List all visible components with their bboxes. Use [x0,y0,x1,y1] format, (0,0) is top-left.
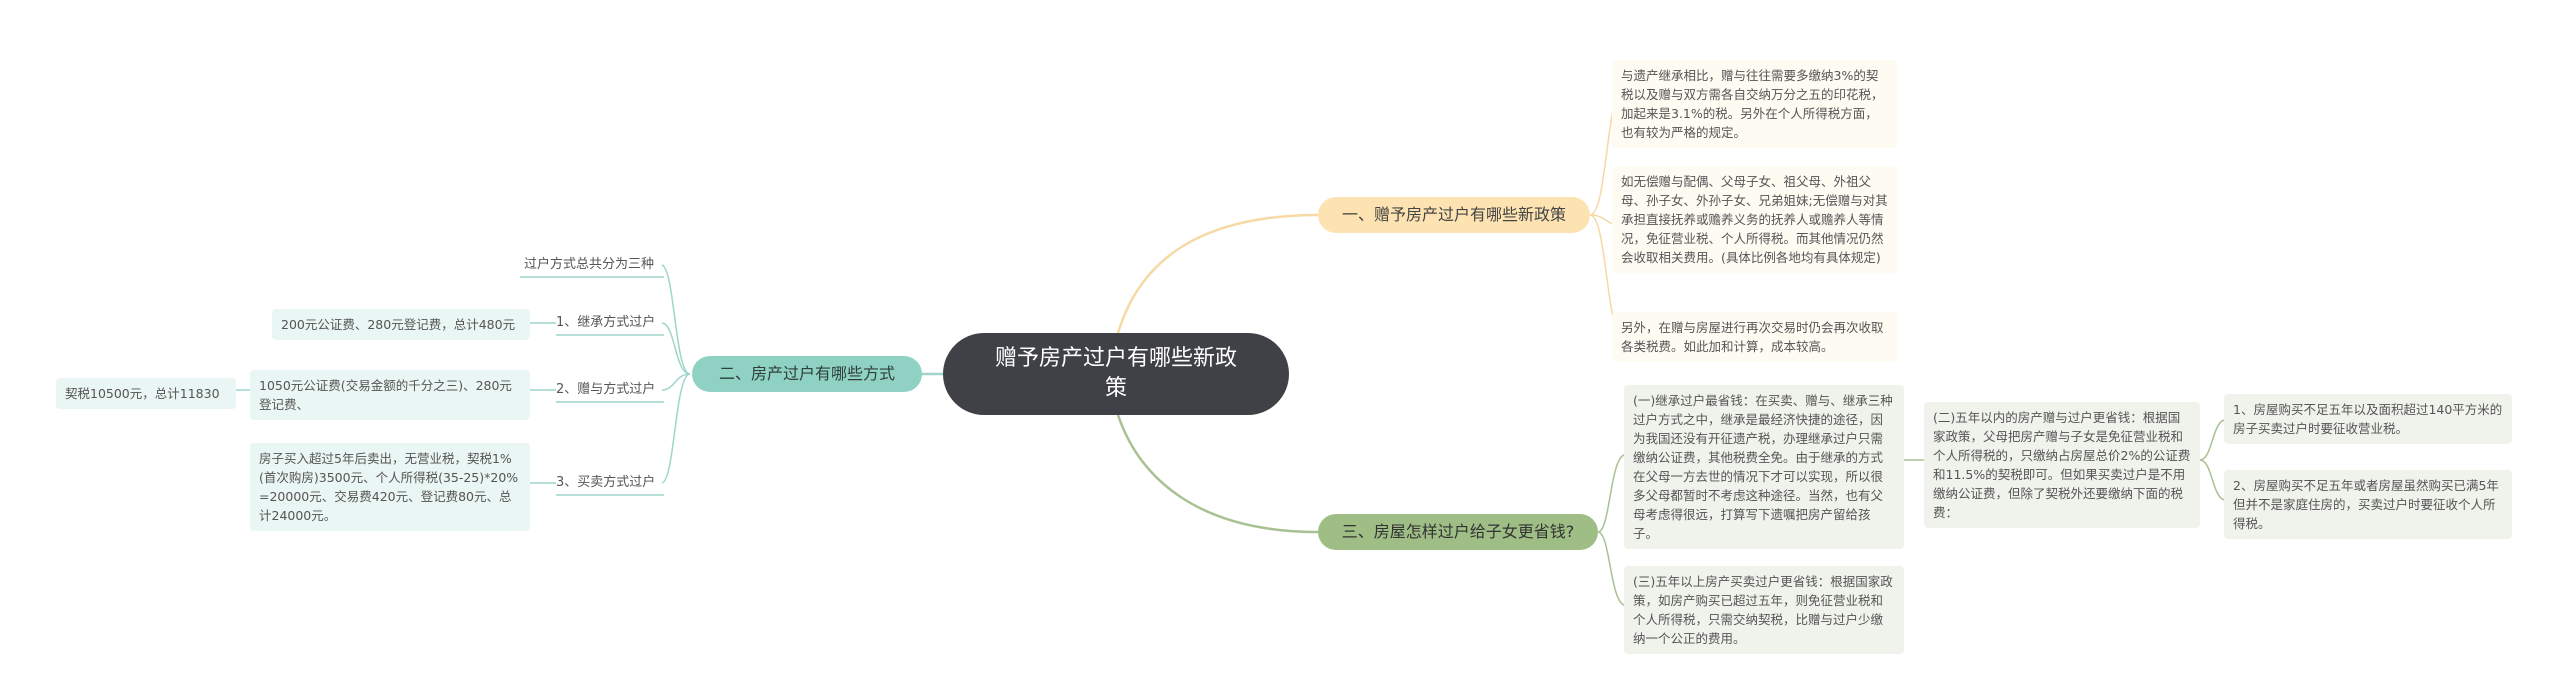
leaf-business-tax-rule[interactable]: 1、房屋购买不足五年以及面积超过140平方米的房子买卖过户时要征收营业税。 [2224,394,2512,444]
leaf-gift-cost[interactable]: 1050元公证费(交易金额的千分之三)、280元登记费、 [250,370,530,420]
leaf-inheritance-cheapest[interactable]: (一)继承过户最省钱：在买卖、赠与、继承三种过户方式之中，继承是最经济快捷的途径… [1624,385,1904,549]
root-topic[interactable]: 赠予房产过户有哪些新政策 [943,333,1289,415]
label-inheritance-method[interactable]: 1、继承方式过户 [556,313,656,333]
leaf-inheritance-cost[interactable]: 200元公证费、280元登记费，总计480元 [272,309,530,340]
leaf-income-tax-rule[interactable]: 2、房屋购买不足五年或者房屋虽然购买已满5年但并不是家庭住房的，买卖过户时要征收… [2224,470,2512,539]
leaf-sale-cost[interactable]: 房子买入超过5年后卖出，无营业税，契税1%(首次购房)3500元、个人所得税(3… [250,443,530,531]
leaf-gift-resale-cost[interactable]: 另外，在赠与房屋进行再次交易时仍会再次收取各类税费。如此加和计算，成本较高。 [1612,312,1898,362]
branch-gift-policy[interactable]: 一、赠予房产过户有哪些新政策 [1318,197,1590,233]
label-method-count[interactable]: 过户方式总共分为三种 [524,255,655,275]
leaf-gift-deed-tax[interactable]: 契税10500元，总计11830 [56,378,236,409]
leaf-over-five-years[interactable]: (三)五年以上房产买卖过户更省钱：根据国家政策，如房产购买已超过五年，则免征营业… [1624,566,1904,654]
leaf-gift-tax-comparison[interactable]: 与遗产继承相比，赠与往往需要多缴纳3%的契税以及赠与双方需各自交纳万分之五的印花… [1612,60,1898,148]
leaf-gift-exemption[interactable]: 如无偿赠与配偶、父母子女、祖父母、外祖父母、孙子女、外孙子女、兄弟姐妹;无偿赠与… [1612,166,1898,273]
label-sale-method[interactable]: 3、买卖方式过户 [556,473,656,493]
label-gift-method[interactable]: 2、赠与方式过户 [556,380,656,400]
branch-transfer-methods[interactable]: 二、房产过户有哪些方式 [692,356,922,392]
branch-save-money-transfer[interactable]: 三、房屋怎样过户给子女更省钱? [1318,514,1598,550]
leaf-within-five-years-gift[interactable]: (二)五年以内的房产赠与过户更省钱：根据国家政策，父母把房产赠与子女是免征营业税… [1924,402,2200,528]
